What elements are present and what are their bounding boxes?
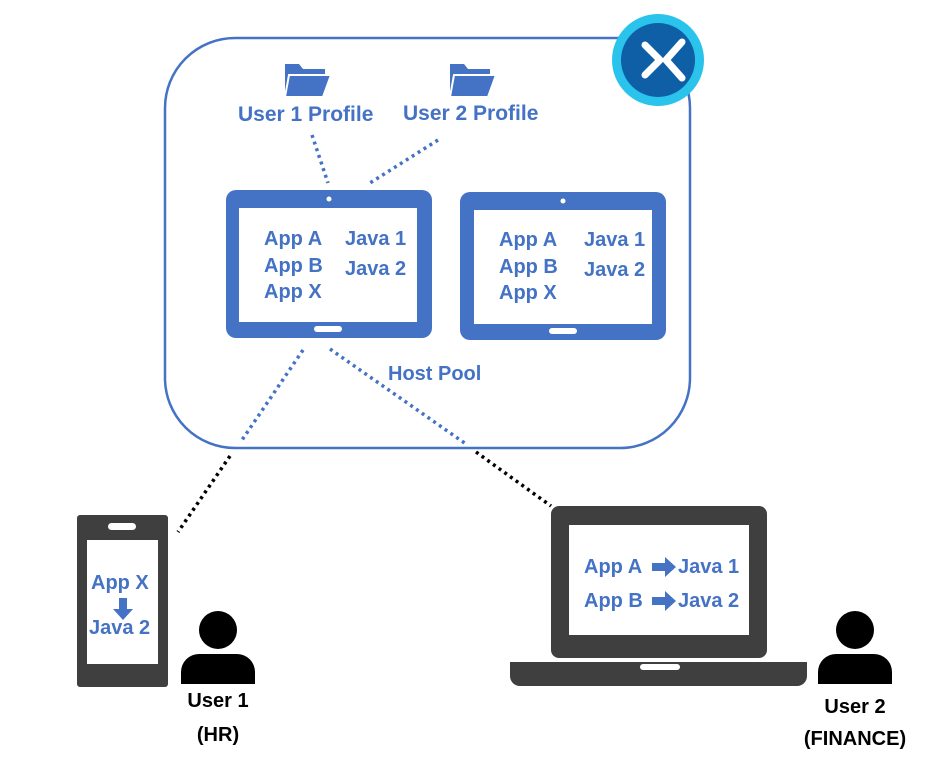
user1-profile-label: User 1 Profile <box>238 103 374 126</box>
person-icon <box>818 611 892 684</box>
vm2-app-label: App B <box>499 256 558 278</box>
laptop-java-label: Java 1 <box>678 556 740 578</box>
vm1-app-label: App X <box>264 281 322 303</box>
vm1-java-label: Java 1 <box>345 228 407 250</box>
phone-app-label: App X <box>91 572 149 594</box>
arrow-right-icon <box>652 557 676 577</box>
vm1-app-label: App A <box>264 228 323 250</box>
user1-name: User 1 <box>187 690 249 712</box>
vm2-app-label: App X <box>499 282 557 304</box>
profile-link-user1 <box>310 134 330 184</box>
host-vm-1-tablet <box>226 190 432 338</box>
vm1-app-label: App B <box>264 255 323 277</box>
vm2-java-label: Java 1 <box>584 229 646 251</box>
host-pool-container <box>163 36 692 450</box>
phone-java-label: Java 2 <box>89 617 151 639</box>
folder-icon <box>448 64 498 98</box>
host-pool-label: Host Pool <box>388 363 482 385</box>
arrow-down-icon <box>113 598 133 620</box>
laptop-java-label: Java 2 <box>678 590 740 612</box>
laptop-app-label: App B <box>584 590 643 612</box>
folder-icon <box>283 64 333 98</box>
user2-dept: (FINANCE) <box>803 728 907 750</box>
remote-desktop-logo-icon <box>612 14 704 106</box>
vm2-java-label: Java 2 <box>584 259 646 281</box>
host-vm-2-tablet <box>460 192 666 340</box>
connection-user1-inner <box>240 349 305 441</box>
user2-name: User 2 <box>824 696 886 718</box>
connection-user1-outer <box>176 455 232 533</box>
vm1-java-label: Java 2 <box>345 258 407 280</box>
user1-dept: (HR) <box>196 724 240 746</box>
laptop-app-label: App A <box>584 556 643 578</box>
connection-user2-outer <box>474 450 553 508</box>
vm2-app-label: App A <box>499 229 558 251</box>
laptop-device <box>510 506 807 686</box>
user2-profile-label: User 2 Profile <box>403 102 539 125</box>
arrow-right-icon <box>652 591 676 611</box>
person-icon <box>181 611 255 684</box>
profile-link-user2 <box>369 138 439 185</box>
